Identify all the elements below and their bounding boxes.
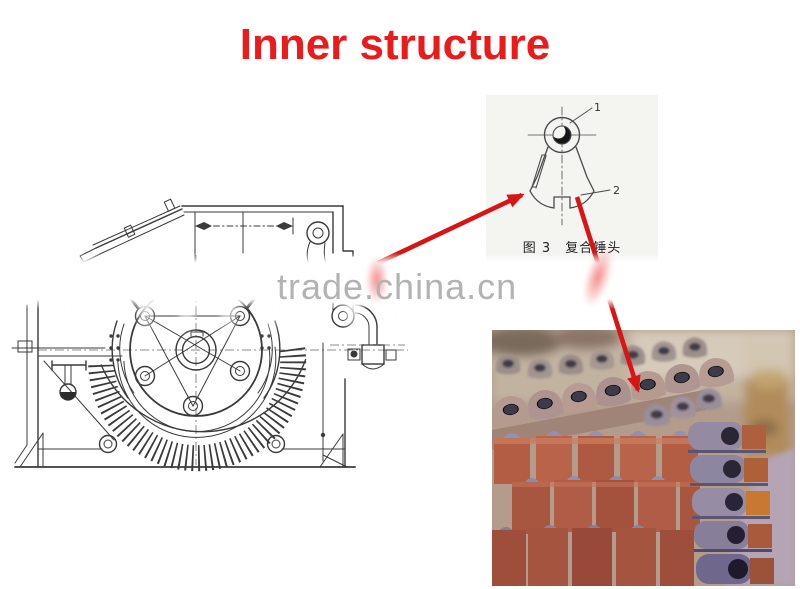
- slide-title: Inner structure: [239, 20, 551, 69]
- part-label-1: 1: [594, 101, 601, 114]
- photo-front-stack: [492, 431, 700, 586]
- part-label-2: 2: [613, 184, 620, 197]
- watermark-streak: [346, 299, 361, 340]
- ring-segments: [109, 320, 281, 399]
- dimension-arrow: [194, 217, 294, 235]
- watermark-streak: [221, 299, 236, 340]
- tension-rod: [11, 340, 106, 401]
- watermark-streak: [96, 299, 111, 340]
- watermark-text: trade.china.cn: [277, 266, 518, 307]
- hammer-body-right: [575, 146, 595, 192]
- photo-right-column: [688, 422, 774, 584]
- watermark-streak: [388, 299, 403, 340]
- arrow-glow: [366, 256, 388, 304]
- leader-line-2: [580, 189, 611, 196]
- watermark-streak: [179, 299, 194, 340]
- watermark-streak: [263, 299, 278, 340]
- leader-line-1: [569, 107, 593, 124]
- grate-serration: [88, 344, 307, 472]
- hammer-ring: [543, 116, 581, 154]
- figure-panel: 1 2 图 3 复合锤头: [486, 95, 658, 262]
- wear-insert-strip: [531, 154, 547, 189]
- photo-beam: [492, 390, 706, 450]
- watermark-streak: [138, 299, 153, 340]
- hammer-heads-photo: [492, 330, 795, 586]
- watermark-streak: [304, 299, 319, 340]
- housing-top: [79, 198, 354, 278]
- watermark-streak: [55, 299, 70, 340]
